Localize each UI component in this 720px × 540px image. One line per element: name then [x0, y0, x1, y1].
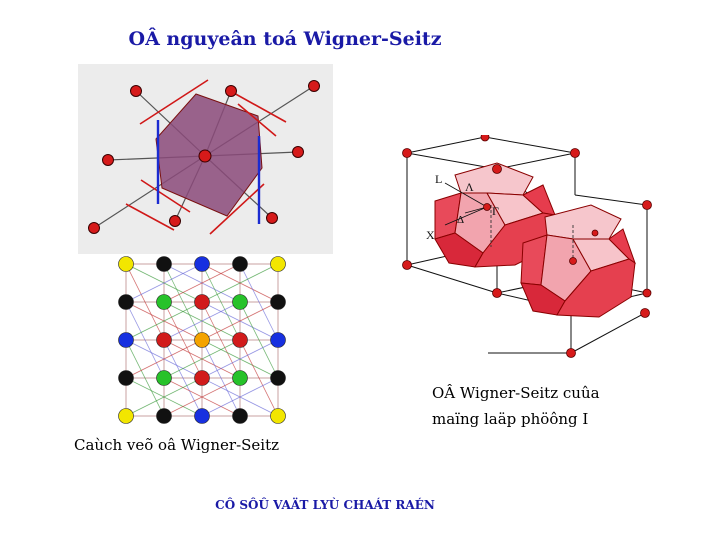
lattice-point-yellow	[118, 408, 134, 424]
grid-diagonal	[125, 339, 165, 417]
grid-diagonal	[163, 263, 241, 303]
caption-bcc-cell: OÂ Wigner-Seitz cuûa maïng laäp phöông I	[432, 380, 632, 432]
grid-diagonal	[163, 301, 241, 341]
grid-diagonal	[125, 301, 203, 341]
grid-diagonals	[125, 263, 279, 417]
bcc-wigner-seitz-3d-diagram: L Λ Γ Δ X	[395, 135, 670, 360]
lattice-point-blue	[194, 408, 210, 424]
grid-diagonal	[239, 339, 279, 417]
lattice-point-blue	[270, 332, 286, 348]
cube-atoms	[402, 135, 652, 358]
lattice-point-black	[270, 294, 286, 310]
grid-diagonal	[239, 301, 279, 379]
grid-diagonal	[163, 301, 203, 379]
grid-diagonal	[201, 339, 279, 379]
grid-diagonal	[201, 263, 241, 341]
label-L: L	[435, 172, 442, 186]
lattice-point-red	[194, 370, 210, 386]
grid-diagonal	[125, 339, 203, 379]
construction-svg	[88, 79, 320, 235]
lattice-point-yellow	[118, 256, 134, 272]
polyhedron-right	[520, 204, 636, 318]
label-gamma: Γ	[492, 204, 499, 218]
lattice-point-black	[232, 256, 248, 272]
label-lambda: Λ	[465, 180, 474, 194]
lattice-point-orange	[194, 332, 210, 348]
grid-diagonal	[201, 263, 279, 303]
footer-course-title: CÔ SÔÛ VAÄT LYÙ CHAÁT RAÉN	[215, 498, 435, 512]
blue-bisectors	[156, 120, 261, 224]
lattice-point-red	[232, 332, 248, 348]
lattice-point-green	[232, 294, 248, 310]
lattice-point-black	[156, 408, 172, 424]
lattice-point-green	[232, 370, 248, 386]
interior-dashed-lines	[490, 205, 574, 265]
grid-diagonal	[163, 263, 203, 341]
label-delta: Δ	[457, 214, 464, 226]
lattice-point-red	[194, 294, 210, 310]
lattice-point-black	[118, 370, 134, 386]
grid-diagonal	[201, 377, 279, 417]
grid-dots	[118, 256, 286, 424]
grid-diagonal	[125, 263, 203, 303]
grid-diagonal	[125, 263, 165, 341]
lattice-point-yellow	[270, 256, 286, 272]
grid-diagonal	[125, 377, 203, 417]
lattice-point-black	[232, 408, 248, 424]
square-lattice-grid-diagram	[110, 252, 295, 432]
grid-diagonal	[239, 263, 279, 341]
grid-diagonal	[201, 339, 241, 417]
lattice-point-yellow	[270, 408, 286, 424]
lattice-atoms	[88, 80, 320, 234]
lattice-point-black	[118, 294, 134, 310]
lattice-point-green	[156, 294, 172, 310]
grid-diagonal	[201, 301, 279, 341]
lattice-point-green	[156, 370, 172, 386]
caption-construction: Caùch veõ oâ Wigner-Seitz	[74, 436, 280, 454]
label-X: X	[426, 228, 435, 242]
lattice-point-blue	[118, 332, 134, 348]
caption-bcc-line2: maïng laäp phöông I	[432, 410, 589, 428]
bcc-svg: L Λ Γ Δ X	[402, 135, 652, 358]
page-title: OÂ nguyeân toá Wigner-Seitz	[128, 28, 442, 50]
lattice-point-blue	[194, 256, 210, 272]
lattice-point-red	[156, 332, 172, 348]
grid-diagonal	[125, 301, 165, 379]
grid-svg	[118, 256, 286, 424]
grid-diagonal	[163, 339, 203, 417]
grid-diagonal	[163, 377, 241, 417]
grid-diagonal	[163, 339, 241, 379]
red-bisectors	[125, 79, 287, 235]
caption-bcc-line1: OÂ Wigner-Seitz cuûa	[432, 384, 600, 402]
lattice-point-black	[156, 256, 172, 272]
lattice-point-black	[270, 370, 286, 386]
wigner-seitz-construction-diagram	[78, 64, 333, 254]
grid-diagonal	[201, 301, 241, 379]
